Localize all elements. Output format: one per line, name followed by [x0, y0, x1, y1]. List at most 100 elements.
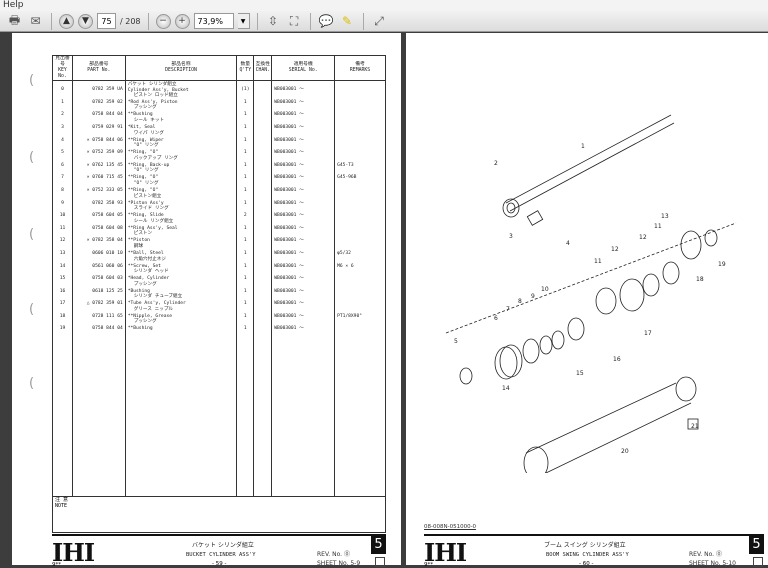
table-row-empty — [52, 338, 386, 497]
header-text: PART No. — [87, 68, 111, 73]
description-line: *Kit, Seal — [127, 124, 156, 130]
callout-label: 12 — [639, 234, 647, 241]
callout-label: 20 — [621, 448, 629, 455]
cell-p: × 0762 135 45 — [71, 161, 126, 175]
cell — [253, 338, 273, 497]
cell-d: **Ring, "O""O" リング — [124, 174, 238, 187]
title-jp: バケット シリンダ組立 — [192, 542, 254, 549]
zoom-dropdown-icon[interactable]: ▼ — [237, 13, 250, 29]
sheet-number: SHEET No. 5-10 — [689, 560, 736, 567]
description-line: シール リング組立 — [133, 218, 174, 224]
cell-d: **Ring, Back-up"O" リング — [124, 161, 238, 175]
callout-label: 15 — [576, 370, 584, 377]
cell-c — [253, 98, 273, 112]
cell-q: 1 — [236, 237, 255, 250]
description-line: **Ring Ass'y, Seal — [127, 225, 178, 231]
cell-s: WB003001 ～ — [271, 275, 336, 288]
zoom-in-button[interactable]: + — [174, 13, 190, 29]
cell-p: × 0758 844 06 — [71, 136, 126, 150]
ihi-logo: IHI — [424, 538, 467, 567]
cell-d: **Bushing — [124, 325, 238, 339]
cell-s: WB003001 ～ — [271, 237, 336, 250]
callout-label: 13 — [661, 213, 669, 220]
description-line: プッシング — [133, 281, 157, 287]
fit-width-icon[interactable]: ⛶ — [289, 13, 299, 28]
highlight-icon[interactable]: ✎ — [341, 14, 353, 28]
cell-q: 1 — [236, 300, 255, 313]
cell-s: WB003001 ～ — [271, 249, 336, 263]
cell-q: 1 — [236, 98, 255, 112]
cell-k: 12 — [52, 237, 73, 250]
description-line: **Bushing — [127, 326, 153, 332]
menu-help[interactable]: Help — [3, 0, 24, 10]
cell-q: 1 — [236, 275, 255, 288]
cell-r: G45-96B — [334, 174, 386, 187]
fullscreen-icon[interactable]: ⤢ — [374, 13, 384, 28]
cell-p: 0758 604 03 — [71, 275, 126, 288]
cell-k: 11 — [52, 224, 73, 238]
cell-k: 13 — [52, 249, 73, 263]
cell-c — [253, 312, 273, 326]
cell-c — [253, 174, 273, 187]
rev-number: REV. No. ⓪ — [317, 551, 350, 558]
cell — [236, 338, 255, 497]
cell-p: 0561 060 06 — [71, 262, 126, 276]
fit-page-icon[interactable]: ⇳ — [267, 14, 279, 28]
email-icon[interactable]: ✉ — [30, 14, 41, 28]
cell-k: 5 — [52, 149, 73, 162]
description-line: Cylinder Ass'y, Bucket — [127, 87, 189, 93]
description-line: **Ring, "O" — [127, 150, 159, 156]
cell-s: WB003001 ～ — [271, 224, 336, 238]
print-icon[interactable]: 🖶 — [8, 12, 21, 27]
header-text: CHAN. — [255, 68, 271, 73]
callout-label: 9 — [531, 293, 535, 300]
divider — [309, 12, 311, 30]
check-box — [375, 557, 385, 567]
cell — [124, 338, 238, 497]
previous-page-button[interactable]: ▲ — [59, 13, 74, 29]
cell-r — [334, 325, 386, 339]
binder-hole-mark: ( — [29, 150, 35, 165]
toolbar: 🖶 ✉ ▲ ▼ 75 / 208 − + 73,9% ▼ ⇳ ⛶ 💬 ✎ ⤢ — [0, 11, 768, 32]
description-line: プッシング — [133, 319, 157, 325]
title-en: BUCKET CYLINDER ASS'Y — [186, 552, 256, 558]
binder-hole-mark: ( — [29, 73, 35, 88]
cell-q: (1) — [236, 80, 255, 99]
check-box — [753, 557, 763, 567]
cell-c — [253, 300, 273, 313]
cell-c — [253, 224, 273, 238]
cell-r — [334, 186, 386, 200]
next-page-button[interactable]: ▼ — [78, 13, 93, 29]
callout-label: 10 — [541, 286, 549, 293]
description-line: **Ring, Back-up — [127, 162, 170, 168]
callout-label: 3 — [509, 233, 513, 240]
zoom-out-button[interactable]: − — [155, 13, 171, 29]
cell-r — [334, 199, 386, 213]
header-text: 部品名称 — [171, 62, 191, 67]
description-line: ワイパ リング — [133, 130, 164, 136]
page-number-input[interactable]: 75 — [97, 13, 116, 29]
cell-r: G45-T3 — [334, 161, 386, 175]
cell-p: 0758 844 04 — [71, 325, 126, 339]
cell-k: 6 — [52, 161, 73, 175]
comment-icon[interactable]: 💬 — [318, 14, 334, 28]
header-text: 部品番号 — [89, 62, 109, 67]
zoom-input[interactable]: 73,9% — [193, 13, 234, 29]
piston-rod — [502, 114, 675, 218]
cell-q: 1 — [236, 111, 255, 124]
cell-r: M6 × 6 — [334, 262, 386, 276]
cell-p: × 0752 359 09 — [71, 149, 126, 162]
